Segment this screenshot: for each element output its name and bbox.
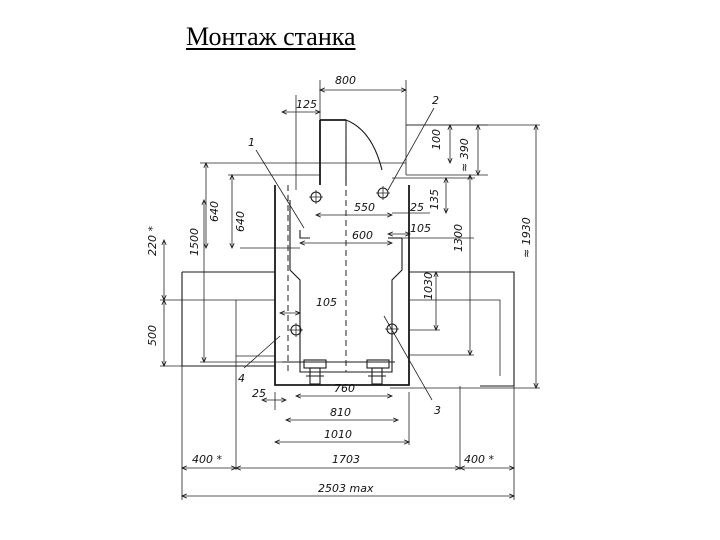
callout-1: 1 [248, 136, 255, 149]
dim-125: 125 [296, 98, 317, 111]
extension-lines [160, 80, 540, 500]
dim-390: ≈ 390 [458, 138, 471, 172]
dim-500: 500 [146, 325, 159, 346]
dim-135: 135 [428, 189, 441, 210]
dim-640-inner: 640 [234, 211, 247, 232]
dim-1010: 1010 [324, 428, 352, 441]
dim-600: 600 [352, 229, 373, 242]
dim-100: 100 [430, 129, 443, 150]
bolt-bottom-left [289, 323, 303, 337]
leveling-foot-right [366, 359, 390, 385]
bolt-top-left [309, 190, 323, 204]
dim-800: 800 [335, 74, 356, 87]
callout-4: 4 [238, 372, 245, 385]
bolt-top-right [376, 186, 390, 200]
dim-25-top: 25 [410, 201, 424, 214]
dim-1030: 1030 [422, 272, 435, 300]
dim-1703: 1703 [332, 453, 360, 466]
callout-3: 3 [434, 404, 441, 417]
dim-220: 220 * [146, 226, 159, 256]
dim-25-bottom: 25 [252, 387, 266, 400]
dimension-labels: 800 125 100 ≈ 390 ≈ 1930 135 550 25 600 … [146, 74, 533, 495]
callout-labels: 1 2 3 4 [238, 94, 441, 417]
callout-leaders [243, 107, 435, 401]
dim-640-outer: 640 [208, 201, 221, 222]
bolt-bottom-right [385, 322, 399, 336]
leveling-foot-left [303, 359, 327, 385]
page-title: Монтаж станка [186, 22, 356, 51]
dim-400-left: 400 * [192, 453, 222, 466]
dim-1930: ≈ 1930 [520, 217, 533, 258]
dim-550: 550 [354, 201, 375, 214]
dim-105-mid: 105 [316, 296, 337, 309]
dim-1500: 1500 [188, 228, 201, 256]
dim-1300: 1300 [452, 224, 465, 252]
dim-2503-max: 2503 max [318, 482, 374, 495]
foundation-outline [181, 119, 515, 387]
dimension-lines [164, 90, 536, 496]
dim-105-right: 105 [410, 222, 431, 235]
dim-400-right: 400 * [464, 453, 494, 466]
dim-760: 760 [334, 382, 355, 395]
callout-2: 2 [432, 94, 439, 107]
dim-810: 810 [330, 406, 351, 419]
